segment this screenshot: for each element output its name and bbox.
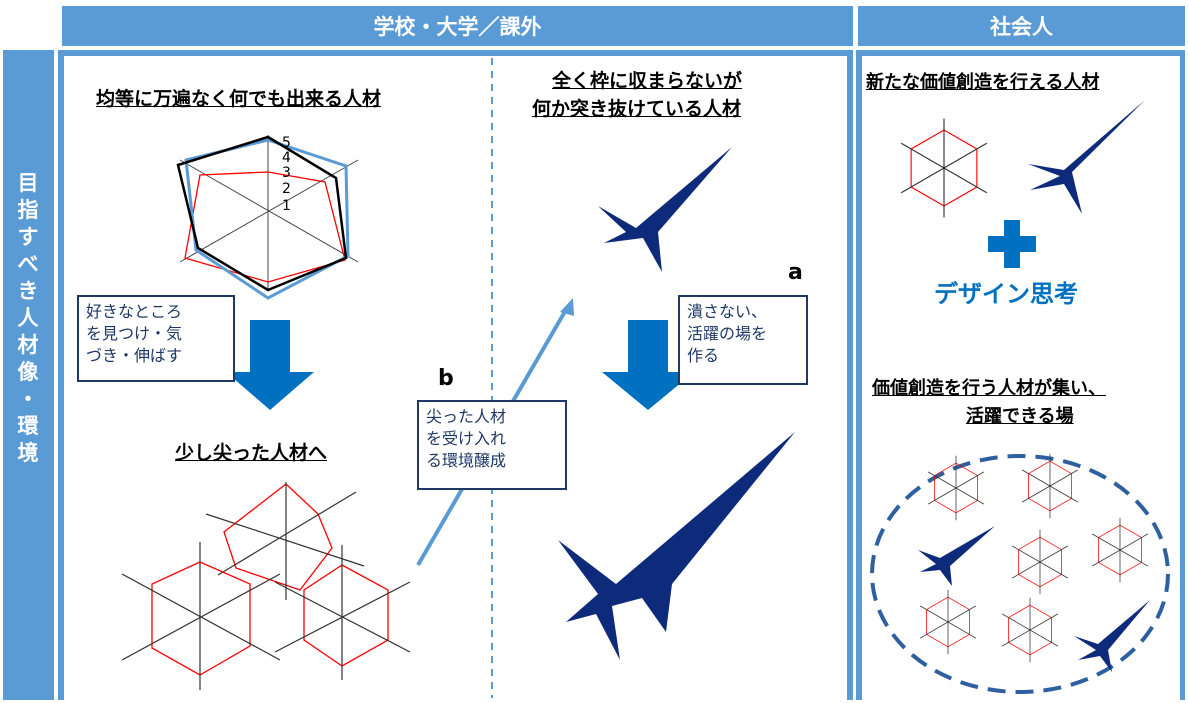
header-school: 学校・大学／課外 xyxy=(62,6,853,46)
plus-icon xyxy=(988,220,1036,268)
box-stage: 潰さない、 活躍の場を 作る xyxy=(678,295,808,385)
box-find-strengths: 好きなところ を見つけ・気 づき・伸ばす xyxy=(77,295,235,382)
mini-hex-1 xyxy=(927,455,985,521)
box-line: づき・伸ばす xyxy=(86,346,183,365)
box-line: 活躍の場を xyxy=(687,324,768,343)
radar-tick: 3 xyxy=(282,165,291,181)
radar-chart xyxy=(176,135,359,300)
spike-large xyxy=(558,432,795,660)
radar-red-series xyxy=(184,171,346,283)
mini-hex-4 xyxy=(1091,517,1149,583)
title-even-talent: 均等に万遍なく何でも出来る人材 xyxy=(96,88,382,110)
box-environment: 尖った人材 を受け入れ る環境醸成 xyxy=(417,400,567,490)
mini-hex-6 xyxy=(1001,597,1059,663)
title-outstanding-line1: 全く枠に収まらないが xyxy=(552,70,743,92)
side-char: ・ xyxy=(17,387,39,411)
hex-chart-left xyxy=(121,542,281,690)
side-char: 指 xyxy=(17,198,39,222)
diagonal-arrow-head xyxy=(560,298,574,316)
side-char: 目 xyxy=(17,171,39,195)
side-char: 環 xyxy=(17,414,39,438)
side-char: 人 xyxy=(17,306,39,330)
radar-blue-series xyxy=(184,138,350,300)
mini-hex-5 xyxy=(919,589,977,655)
box-line: 潰さない、 xyxy=(687,302,768,321)
label-b: b xyxy=(438,366,454,391)
title-outstanding-line2: 何か突き抜けている人材 xyxy=(532,98,742,120)
down-arrow-left xyxy=(226,320,314,410)
side-label: 目 指 す べ き 人 材 像 ・ 環 境 xyxy=(10,170,46,467)
side-char: 像 xyxy=(17,360,39,384)
down-arrow-right xyxy=(602,320,694,410)
radar-tick: 4 xyxy=(282,150,291,166)
society-hex-chart xyxy=(900,118,988,218)
side-label-bar xyxy=(3,50,54,700)
radar-tick: 5 xyxy=(282,135,291,151)
side-char: べ xyxy=(17,252,39,276)
box-line: を見つけ・気 xyxy=(86,324,183,343)
mini-hex-3 xyxy=(1011,529,1069,595)
label-a: a xyxy=(788,260,803,285)
hex-chart-top xyxy=(205,482,365,600)
box-line: を受け入れ xyxy=(426,429,507,448)
title-gathering-line1: 価値創造を行う人材が集い、 xyxy=(872,378,1106,399)
title-value-creator: 新たな価値創造を行える人材 xyxy=(866,72,1100,93)
society-spike-top xyxy=(1028,100,1145,214)
radar-tick: 2 xyxy=(282,181,291,197)
side-char: 材 xyxy=(17,333,39,357)
mini-spike-2 xyxy=(1074,600,1150,672)
design-thinking-label: デザイン思考 xyxy=(934,280,1078,308)
header-society: 社会人 xyxy=(858,6,1185,46)
side-char: 境 xyxy=(17,441,39,465)
radar-tick: 1 xyxy=(282,198,291,214)
title-slightly-sharp: 少し尖った人材へ xyxy=(175,442,328,464)
box-line: る環境醸成 xyxy=(426,451,507,470)
title-gathering-line2: 活躍できる場 xyxy=(966,406,1074,427)
hex-chart-right xyxy=(274,545,411,680)
box-line: 尖った人材 xyxy=(426,407,507,426)
radar-black-series xyxy=(176,135,348,292)
spike-small xyxy=(598,147,732,272)
talent-gathering-circle xyxy=(870,454,1170,694)
box-line: 好きなところ xyxy=(86,302,183,321)
side-char: す xyxy=(17,225,39,249)
mini-spike-1 xyxy=(918,526,995,586)
society-panel xyxy=(862,56,1180,700)
box-line: 作る xyxy=(687,346,720,365)
side-char: き xyxy=(17,279,39,303)
